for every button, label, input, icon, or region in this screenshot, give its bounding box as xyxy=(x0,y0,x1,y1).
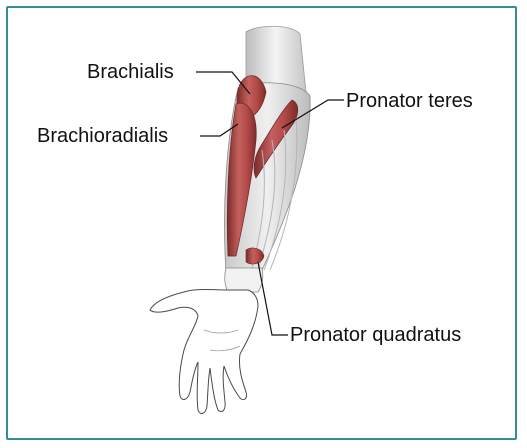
label-brachialis: Brachialis xyxy=(87,62,174,82)
label-pronator-quadratus: Pronator quadratus xyxy=(290,325,461,345)
label-pronator-teres: Pronator teres xyxy=(346,91,473,111)
wrist-shape xyxy=(225,268,263,292)
label-brachioradialis: Brachioradialis xyxy=(37,126,168,146)
hand-outline xyxy=(150,290,258,414)
